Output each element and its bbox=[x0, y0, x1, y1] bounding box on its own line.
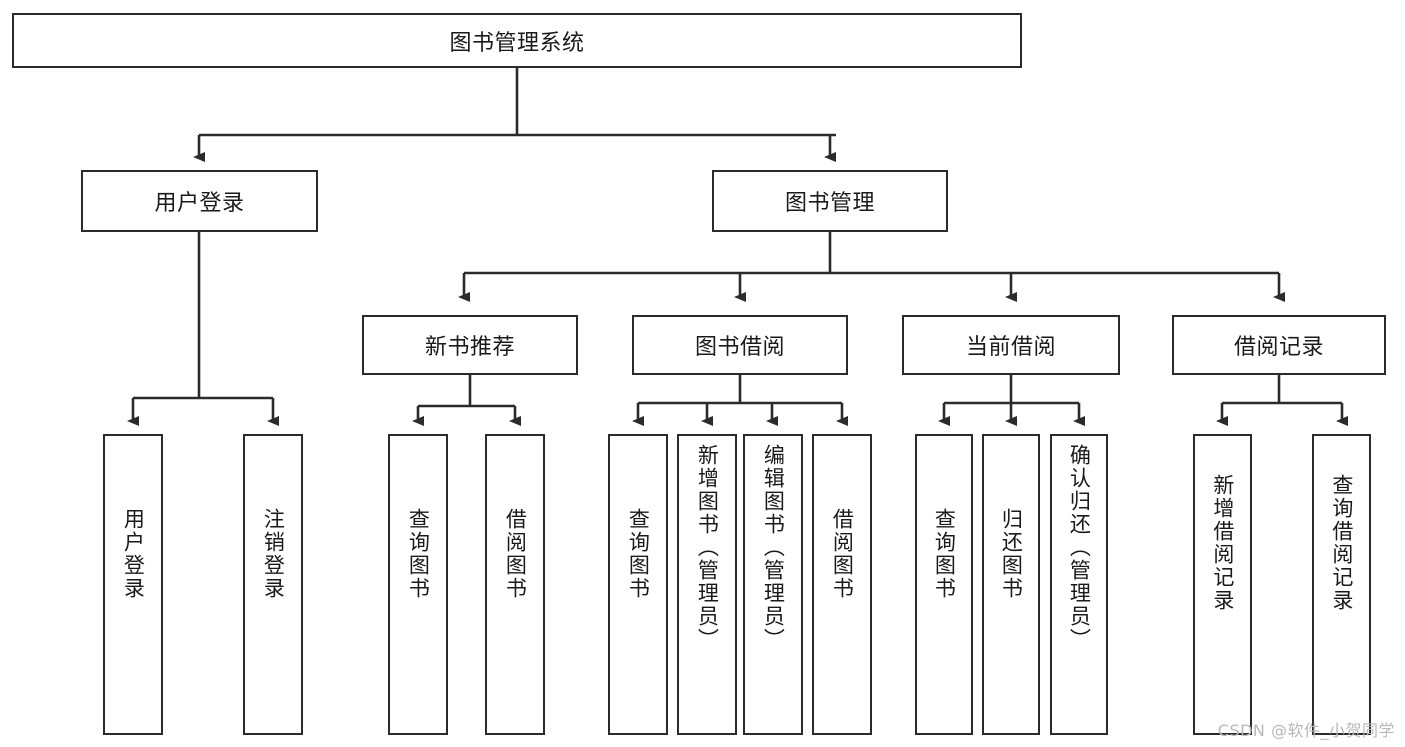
node-current-borrow[interactable]: 当前借阅 bbox=[902, 315, 1120, 375]
node-new-book-rec[interactable]: 新书推荐 bbox=[362, 315, 578, 375]
node-book-manage[interactable]: 图书管理 bbox=[712, 170, 948, 232]
node-root-label: 图书管理系统 bbox=[449, 30, 585, 56]
leaf-query-book-1[interactable]: 查询图书 bbox=[388, 434, 448, 735]
node-borrow-record-label: 借阅记录 bbox=[1233, 335, 1324, 360]
leaf-return-book[interactable]: 归还图书 bbox=[982, 434, 1040, 735]
leaf-logout-label: 注销登录 bbox=[261, 508, 286, 600]
leaf-logout[interactable]: 注销登录 bbox=[243, 434, 303, 735]
leaf-borrow-book-2-label: 借阅图书 bbox=[830, 508, 855, 600]
node-book-manage-label: 图书管理 bbox=[784, 191, 875, 216]
node-current-borrow-label: 当前借阅 bbox=[965, 335, 1056, 360]
node-book-borrow[interactable]: 图书借阅 bbox=[632, 315, 848, 375]
leaf-user-login[interactable]: 用户登录 bbox=[103, 434, 163, 735]
node-user-login[interactable]: 用户登录 bbox=[81, 170, 318, 232]
leaf-query-book-3[interactable]: 查询图书 bbox=[915, 434, 973, 735]
leaf-add-book-label: 新增图书（管理员） bbox=[695, 444, 720, 651]
leaf-edit-book[interactable]: 编辑图书（管理员） bbox=[743, 434, 803, 735]
leaf-query-record-label: 查询借阅记录 bbox=[1329, 474, 1354, 612]
leaf-confirm-return-label: 确认归还（管理员） bbox=[1067, 444, 1092, 651]
leaf-borrow-book-2[interactable]: 借阅图书 bbox=[812, 434, 872, 735]
node-root[interactable]: 图书管理系统 bbox=[12, 13, 1022, 68]
leaf-borrow-book-1[interactable]: 借阅图书 bbox=[485, 434, 545, 735]
leaf-query-book-2[interactable]: 查询图书 bbox=[608, 434, 668, 735]
leaf-borrow-book-1-label: 借阅图书 bbox=[503, 508, 528, 600]
leaf-user-login-label: 用户登录 bbox=[121, 508, 146, 600]
leaf-add-record[interactable]: 新增借阅记录 bbox=[1193, 434, 1252, 735]
node-user-login-label: 用户登录 bbox=[154, 191, 245, 216]
node-borrow-record[interactable]: 借阅记录 bbox=[1172, 315, 1386, 375]
watermark: CSDN @软件_小贺同学 bbox=[1217, 721, 1395, 740]
leaf-add-record-label: 新增借阅记录 bbox=[1210, 474, 1235, 612]
leaf-edit-book-label: 编辑图书（管理员） bbox=[761, 444, 786, 651]
node-new-book-rec-label: 新书推荐 bbox=[424, 335, 515, 360]
leaf-query-book-3-label: 查询图书 bbox=[932, 508, 957, 600]
leaf-add-book[interactable]: 新增图书（管理员） bbox=[677, 434, 737, 735]
leaf-query-book-2-label: 查询图书 bbox=[626, 508, 651, 600]
leaf-query-record[interactable]: 查询借阅记录 bbox=[1312, 434, 1371, 735]
leaf-return-book-label: 归还图书 bbox=[999, 508, 1024, 600]
node-book-borrow-label: 图书借阅 bbox=[694, 335, 785, 360]
leaf-query-book-1-label: 查询图书 bbox=[406, 508, 431, 600]
leaf-confirm-return[interactable]: 确认归还（管理员） bbox=[1050, 434, 1108, 735]
